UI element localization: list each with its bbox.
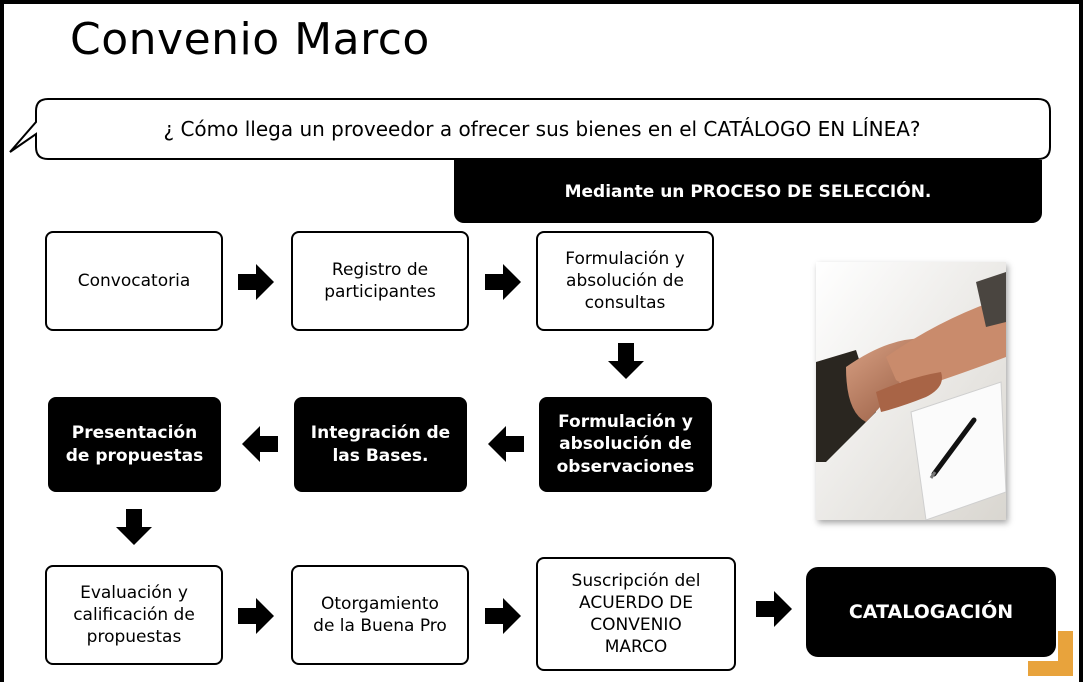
- step-observaciones: Formulación y absolución de observacione…: [539, 397, 712, 492]
- arrow-right-icon: [238, 598, 274, 634]
- step-label: Integración de las Bases.: [310, 423, 451, 466]
- step-convocatoria: Convocatoria: [45, 231, 223, 331]
- step-label: Registro de participantes: [324, 259, 436, 302]
- step-label: Evaluación y calificación de propuestas: [73, 582, 195, 648]
- question-text: ¿ Cómo llega un proveedor a ofrecer sus …: [163, 117, 921, 141]
- selection-process-banner: Mediante un PROCESO DE SELECCIÓN.: [454, 160, 1042, 223]
- step-registro: Registro de participantes: [291, 231, 469, 331]
- step-integracion: Integración de las Bases.: [294, 397, 467, 492]
- arrow-down-icon: [608, 343, 644, 379]
- arrow-right-icon: [485, 598, 521, 634]
- step-label: Convocatoria: [77, 270, 191, 291]
- corner-accent: [1028, 631, 1073, 676]
- step-label: Suscripción del ACUERDO DE CONVENIO MARC…: [571, 570, 701, 658]
- arrow-down-icon: [116, 509, 152, 545]
- question-callout: [9, 98, 1051, 160]
- arrow-right-icon: [238, 264, 274, 300]
- arrow-right-icon: [485, 264, 521, 300]
- step-consultas: Formulación y absolución de consultas: [536, 231, 714, 331]
- handshake-photo: [816, 262, 1006, 520]
- step-suscripcion: Suscripción del ACUERDO DE CONVENIO MARC…: [536, 557, 736, 671]
- step-otorgamiento: Otorgamiento de la Buena Pro: [291, 565, 469, 665]
- page-title: Convenio Marco: [70, 14, 430, 65]
- arrow-left-icon: [488, 426, 524, 462]
- arrow-right-icon: [756, 591, 792, 627]
- step-label: Formulación y absolución de observacione…: [556, 412, 695, 477]
- step-label: CATALOGACIÓN: [848, 600, 1014, 623]
- arrow-left-icon: [242, 426, 278, 462]
- step-evaluacion: Evaluación y calificación de propuestas: [45, 565, 223, 665]
- banner-text: Mediante un PROCESO DE SELECCIÓN.: [564, 181, 932, 202]
- step-label: Formulación y absolución de consultas: [565, 248, 685, 314]
- step-label: Otorgamiento de la Buena Pro: [313, 593, 447, 636]
- step-label: Presentación de propuestas: [65, 423, 204, 466]
- step-catalogacion: CATALOGACIÓN: [806, 567, 1056, 657]
- step-presentacion: Presentación de propuestas: [48, 397, 221, 492]
